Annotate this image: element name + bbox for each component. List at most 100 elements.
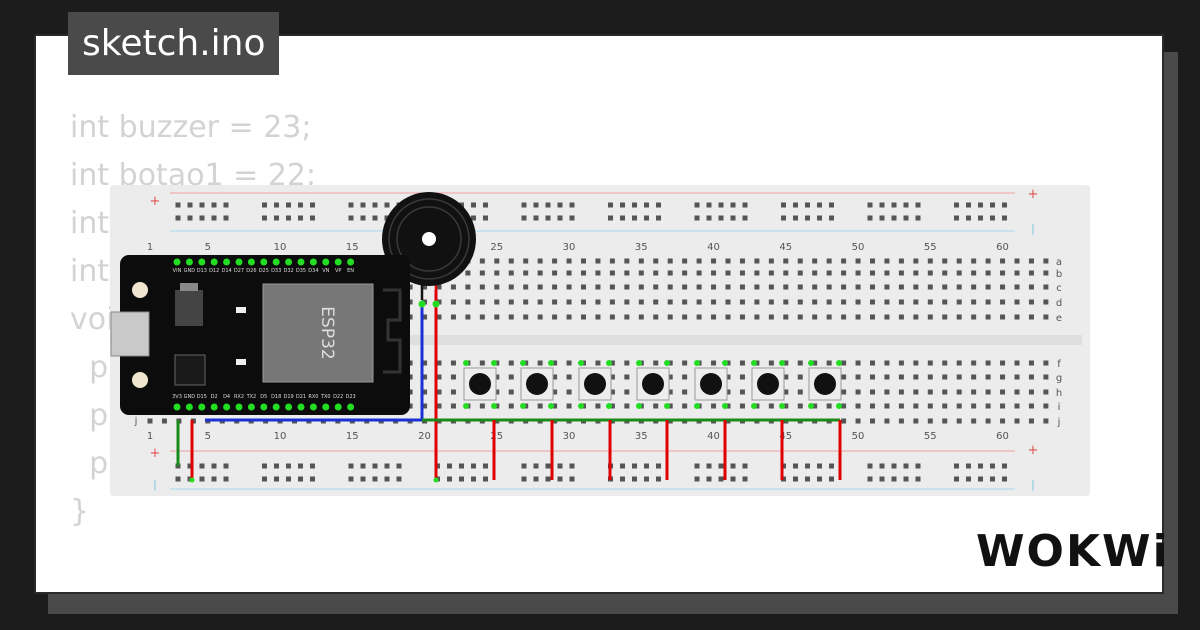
terminal-hole <box>711 314 717 320</box>
button-pin <box>722 360 728 366</box>
code-line: int <box>70 254 110 289</box>
terminal-hole <box>450 360 456 366</box>
rail-hole <box>694 463 700 469</box>
terminal-hole <box>696 270 702 276</box>
buzzer-ring <box>396 206 462 272</box>
rail-hole <box>569 215 575 221</box>
rail-hole <box>175 215 181 221</box>
boot-button <box>132 282 148 298</box>
terminal-hole <box>667 403 673 409</box>
rail-plus-label: + <box>150 194 161 209</box>
terminal-hole <box>407 299 413 305</box>
terminal-hole <box>870 389 875 395</box>
rail-hole <box>978 215 983 221</box>
esp32-pin-label: D23 <box>345 394 355 400</box>
rail-hole <box>199 463 205 469</box>
button-pin <box>491 403 497 409</box>
terminal-hole <box>508 389 514 395</box>
rail-hole <box>730 463 736 469</box>
terminal-hole <box>595 314 601 320</box>
terminal-hole <box>985 284 991 290</box>
terminal-hole <box>508 360 514 366</box>
terminal-hole <box>1000 403 1006 409</box>
rail-hole <box>1002 476 1007 482</box>
rail-hole <box>274 202 279 208</box>
terminal-hole <box>826 403 832 409</box>
terminal-hole <box>783 374 789 380</box>
terminal-hole <box>956 270 962 276</box>
esp32-pin-label: D15 <box>197 394 207 400</box>
terminal-hole <box>971 418 977 424</box>
esp32-pin <box>297 403 305 411</box>
rail-hole <box>694 215 700 221</box>
terminal-hole <box>667 284 673 290</box>
terminal-hole <box>783 284 789 290</box>
code-line: int <box>70 206 110 241</box>
terminal-hole <box>927 374 933 380</box>
terminal-hole <box>508 299 514 305</box>
rail-hole <box>718 215 724 221</box>
terminal-hole <box>682 403 688 409</box>
terminal-hole <box>927 284 933 290</box>
rail-hole <box>262 202 267 208</box>
terminal-hole <box>1014 418 1020 424</box>
terminal-hole <box>783 314 789 320</box>
row-letter: i <box>1058 402 1061 413</box>
terminal-hole <box>552 360 558 366</box>
code-line: int buzzer = 23; <box>70 110 312 145</box>
terminal-hole <box>754 270 760 276</box>
terminal-hole <box>841 270 847 276</box>
esp32-pin-label: GND <box>184 268 196 274</box>
terminal-hole <box>1000 270 1006 276</box>
terminal-hole <box>913 284 919 290</box>
rail-hole <box>966 476 971 482</box>
esp32-pin <box>247 403 255 411</box>
esp32-pin <box>272 258 280 266</box>
row-letter: c <box>1056 283 1062 294</box>
rail-hole <box>569 463 575 469</box>
terminal-hole <box>422 314 428 320</box>
terminal-hole <box>508 374 514 380</box>
rail-hole <box>483 202 488 208</box>
rail-hole <box>1002 215 1007 221</box>
terminal-hole <box>725 389 731 395</box>
terminal-hole <box>797 258 803 264</box>
terminal-hole <box>696 314 702 320</box>
terminal-hole <box>812 270 818 276</box>
esp32-pin <box>309 403 317 411</box>
terminal-hole <box>898 389 904 395</box>
rail-hole <box>966 202 971 208</box>
terminal-hole <box>768 258 774 264</box>
rail-hole <box>805 476 810 482</box>
terminal-hole <box>739 314 745 320</box>
esp32-pin-label: D25 <box>259 268 269 274</box>
terminal-hole <box>552 270 558 276</box>
column-number: 15 <box>346 242 359 253</box>
terminal-hole <box>985 299 991 305</box>
esp32-pin <box>347 403 355 411</box>
rail-hole <box>903 202 909 208</box>
terminal-hole <box>624 270 630 276</box>
terminal-hole <box>407 284 413 290</box>
esp32-pin-label: D19 <box>283 394 293 400</box>
esp32-pin-label: D33 <box>271 268 281 274</box>
rail-hole <box>199 476 205 482</box>
terminal-hole <box>508 270 514 276</box>
terminal-hole <box>407 389 413 395</box>
rail-hole <box>656 202 661 208</box>
terminal-hole <box>624 299 630 305</box>
terminal-hole <box>754 299 760 305</box>
terminal-hole <box>942 360 948 366</box>
rail-hole <box>533 463 539 469</box>
rail-hole <box>891 476 897 482</box>
rail-hole <box>879 215 885 221</box>
sketch-filename-tab[interactable]: sketch.ino <box>68 12 280 75</box>
rail-hole <box>829 202 834 208</box>
column-number: 25 <box>490 242 503 253</box>
terminal-hole <box>971 403 977 409</box>
rail-hole <box>533 202 539 208</box>
column-number: 1 <box>147 431 153 442</box>
terminal-hole <box>624 403 630 409</box>
esp32-pin <box>285 258 293 266</box>
terminal-hole <box>494 389 500 395</box>
